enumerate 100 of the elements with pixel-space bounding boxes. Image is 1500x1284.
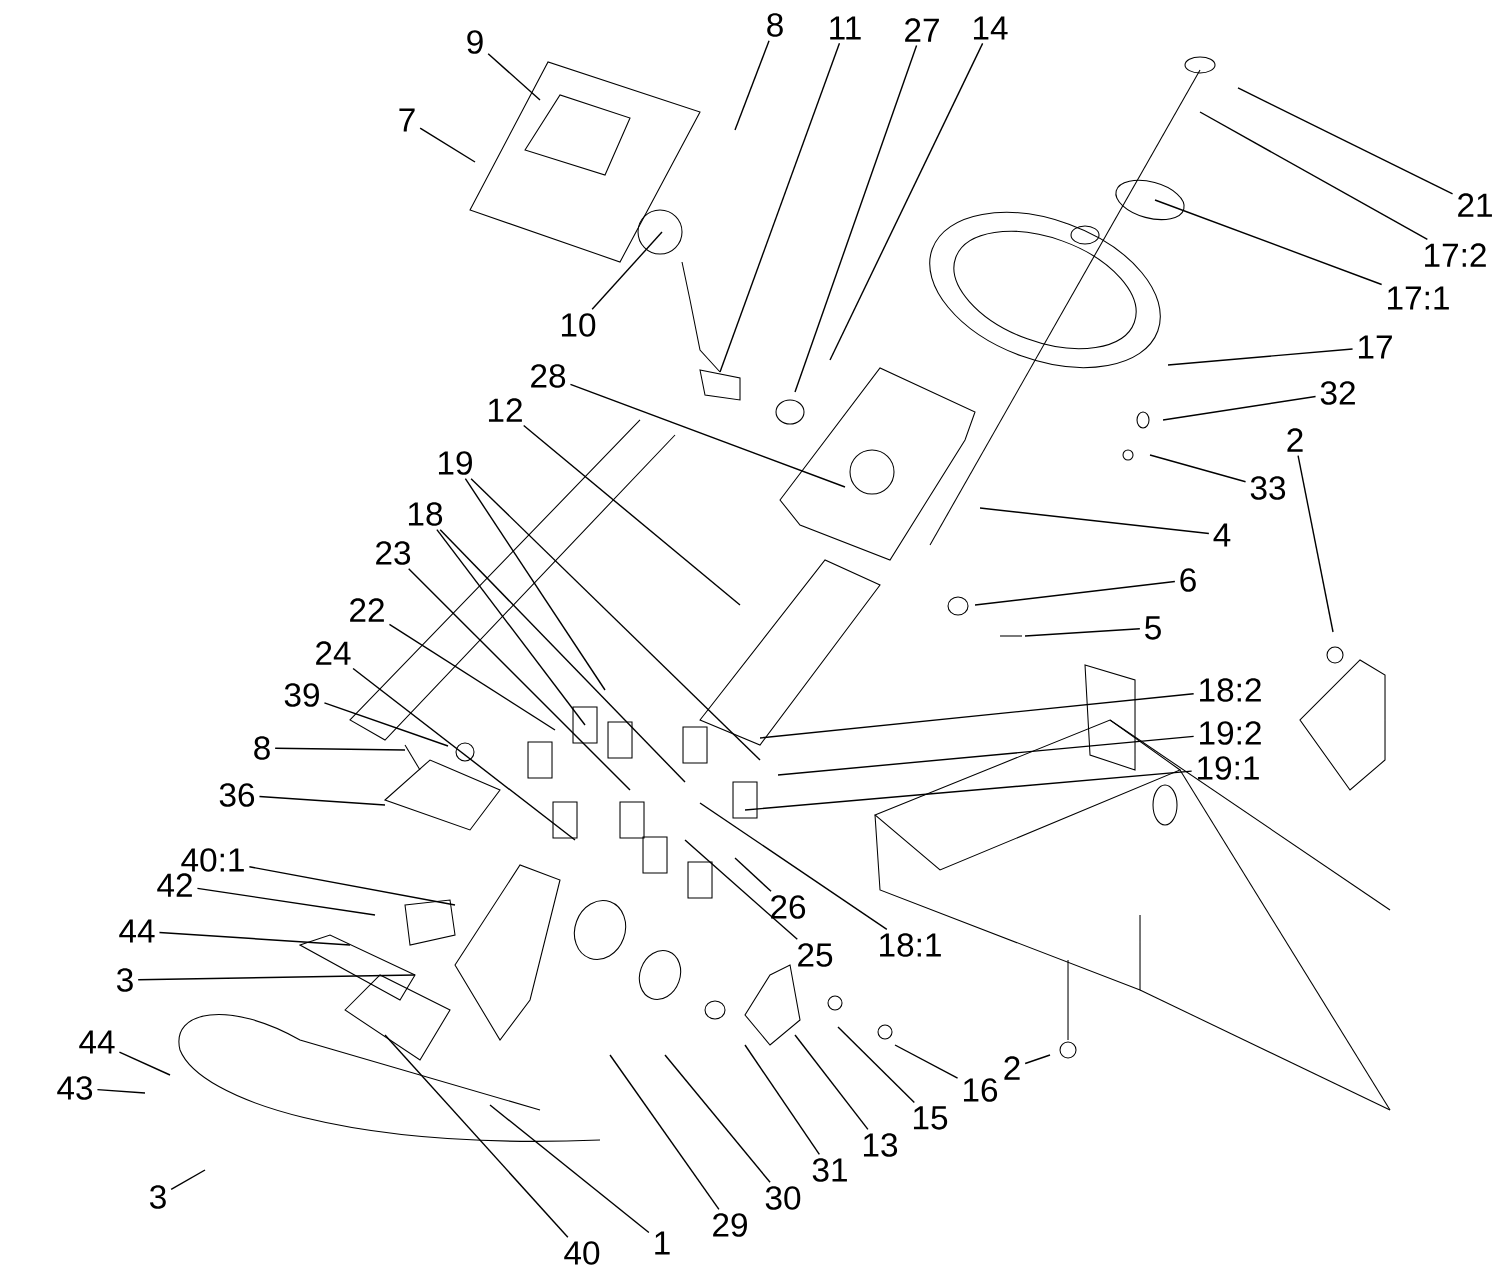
callout-number: 40:1 [181,848,244,872]
leader-line [1154,199,1383,286]
leader-line [436,528,586,726]
callout-number: 43 [57,1076,93,1100]
callout-number: 14 [974,16,1008,40]
callout-number: 1 [655,1231,670,1255]
leader-line [777,735,1195,776]
callout-number: 15 [914,1106,948,1130]
callout-number: 26 [771,895,806,919]
leader-line [794,44,918,393]
callout-number: 28 [531,364,566,388]
callout-number: 18:1 [880,933,941,957]
leader-line [1237,87,1454,195]
leader-line [591,231,663,310]
callout-number: 19 [439,451,472,475]
leader-line [744,1044,821,1156]
leader-line [439,528,686,783]
leader-line [137,974,416,981]
callout-number: 44 [79,1030,115,1054]
callout-number: 3 [150,1185,166,1209]
callout-number: 42 [157,873,192,897]
leader-line [1149,454,1247,483]
leader-line [384,1034,569,1238]
leader-line [388,623,556,731]
leader-line [609,1054,720,1210]
leader-line [794,1034,869,1130]
callout-number: 30 [765,1186,801,1210]
leader-line [170,1169,206,1191]
callout-number: 44 [119,919,155,943]
leader-line [464,477,606,691]
callout-number: 8 [254,736,270,760]
callout-number: 5 [1145,616,1161,640]
callout-number: 17:1 [1388,286,1449,310]
callout-number: 18:2 [1200,678,1261,702]
leader-line [979,507,1210,535]
callout-number: 22 [350,598,384,622]
leader-line [487,53,541,101]
callout-number: 17 [1359,335,1392,359]
leader-line [894,1044,959,1079]
callout-number: 7 [399,108,415,132]
callout-number: 19:1 [1198,756,1259,780]
leader-line [829,42,984,361]
leader-line [274,747,406,751]
leader-line [258,795,386,806]
callout-number: 11 [830,16,861,40]
callout-number: 24 [316,641,351,665]
leader-line [837,1026,916,1104]
callout-number: 19:2 [1200,721,1261,745]
callout-number: 17:2 [1425,243,1486,267]
leader-line [744,770,1193,811]
leader-line [407,567,631,791]
callout-number: 33 [1250,476,1286,500]
leader-line [684,839,798,940]
callout-number: 13 [864,1133,898,1157]
callout-number: 25 [798,943,833,967]
leader-line [759,693,1195,739]
leader-line [699,802,888,930]
leader-line [1297,454,1334,633]
callout-number: 2 [1004,1056,1020,1080]
callout-number: 29 [713,1213,747,1237]
callout-number: 36 [219,783,255,807]
callout-number: 10 [562,313,596,337]
leader-line [158,931,351,946]
callout-number: 18 [409,502,443,526]
leader-line [96,1088,146,1094]
leader-line [1024,628,1141,637]
leader-line [323,702,449,747]
callout-number: 4 [1213,523,1231,547]
leader-line [196,887,376,916]
callout-number: 39 [284,683,319,707]
callout-number: 3 [117,968,133,992]
leader-line [1167,348,1354,366]
callout-number: 31 [812,1158,847,1182]
leader-line [523,424,741,606]
leader-line [118,1051,171,1076]
callout-number: 40 [564,1241,600,1265]
callout-number: 12 [489,398,522,422]
callout-number: 16 [964,1078,998,1102]
callout-number: 2 [1287,428,1303,452]
callout-number: 27 [905,18,939,42]
callout-number: 6 [1180,568,1196,592]
callout-number: 21 [1458,193,1492,217]
leader-line [664,1054,771,1183]
leader-line [1199,111,1429,241]
leader-line [1162,395,1317,421]
leader-line [470,477,761,761]
leader-line [569,383,846,488]
leader-line [719,42,841,373]
callout-number: 8 [767,13,783,37]
leader-line [974,580,1176,606]
leader-line [734,857,772,892]
leader-line [248,866,456,906]
leader-line [419,127,476,163]
leader-line [489,1104,650,1234]
callout-number: 9 [467,30,483,54]
callout-number: 32 [1320,381,1355,405]
leader-line [734,39,770,131]
leader-line [1024,1054,1051,1065]
leader-line [352,667,576,841]
callout-number: 23 [376,541,411,565]
